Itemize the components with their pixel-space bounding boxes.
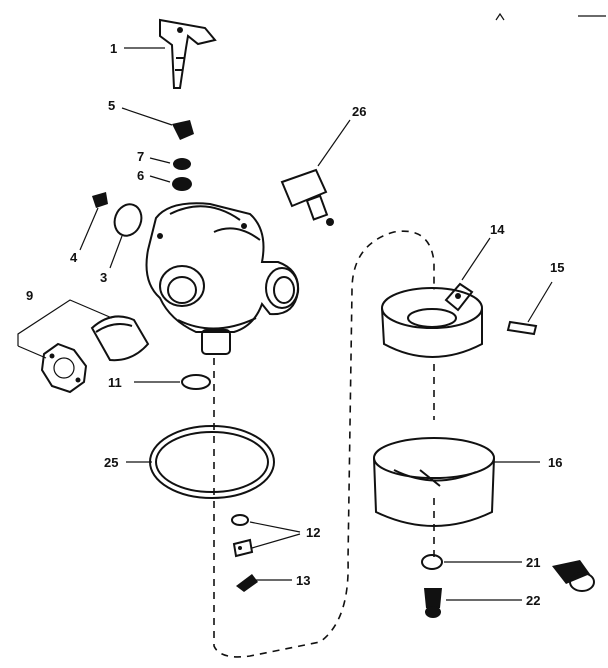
leader-12b [251, 533, 301, 549]
callout-7: 7 [137, 149, 144, 164]
leader-3 [109, 235, 123, 269]
part-26-fitting [280, 168, 334, 226]
callout-11: 11 [108, 375, 122, 390]
callout-9: 9 [26, 288, 33, 303]
callout-5: 5 [108, 98, 115, 113]
callout-15: 15 [550, 260, 564, 275]
leader-7 [149, 157, 171, 164]
callout-16: 16 [548, 455, 562, 470]
callout-14: 14 [490, 222, 505, 237]
part-drain-valve [552, 560, 595, 592]
callout-6: 6 [137, 168, 144, 183]
part-5-screw [172, 120, 194, 140]
callout-25a: 25 [104, 455, 118, 470]
part-12-pin [231, 514, 254, 558]
bracket-9 [17, 299, 113, 346]
leader-15 [527, 281, 553, 323]
callout-26: 26 [352, 104, 366, 119]
callout-12: 12 [306, 525, 320, 540]
part-25-o-ring [149, 425, 275, 499]
assembly-path-left [213, 230, 435, 658]
leader-14 [461, 237, 491, 281]
part-22-bowl-nut [424, 588, 442, 618]
part-16-float-bowl [373, 437, 495, 527]
stray-mark [495, 12, 505, 21]
leader-4 [79, 207, 99, 251]
leader-9 [17, 345, 47, 359]
part-4-screw [92, 192, 108, 208]
callout-1: 1 [110, 41, 117, 56]
carburetor-body [145, 202, 300, 355]
callout-21: 21 [526, 555, 540, 570]
part-13-needle [236, 574, 258, 592]
callout-3: 3 [100, 270, 107, 285]
leader-26 [317, 119, 351, 167]
part-21-gasket [421, 554, 443, 570]
part-11-gasket [181, 374, 211, 390]
leader-12a [249, 521, 301, 533]
part-9-air-horn [40, 315, 150, 394]
callout-4: 4 [70, 250, 78, 265]
leader-5 [121, 107, 173, 126]
callout-13: 13 [296, 573, 310, 588]
part-3-plate [113, 203, 143, 237]
part-1-throttle-lever [159, 18, 217, 89]
part-14-float [381, 282, 483, 358]
leader-6 [149, 175, 171, 183]
callout-22: 22 [526, 593, 540, 608]
part-6-seal [172, 177, 192, 191]
part-7-seal [173, 158, 191, 170]
part-15-pin [506, 320, 538, 336]
